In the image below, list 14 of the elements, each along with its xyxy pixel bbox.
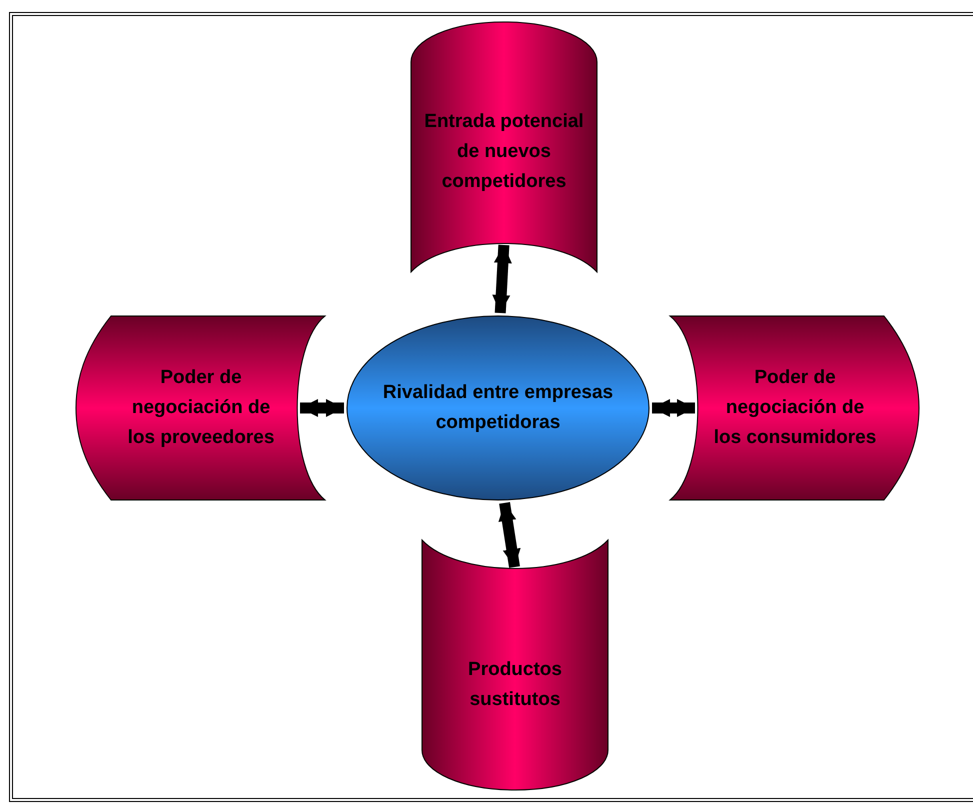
cylinder-shape	[422, 540, 608, 790]
cylinder-shape	[410, 22, 598, 272]
double-arrow	[652, 399, 695, 417]
double-arrow	[300, 399, 344, 417]
node-label: Rivalidad entre empresas competidoras	[382, 381, 614, 435]
ellipse-shape	[346, 316, 650, 500]
double-arrow	[492, 244, 512, 314]
cylinder-shape	[670, 316, 920, 500]
node-label: Poder de negociación de los consumidores	[712, 366, 878, 450]
node-label: Productos sustitutos	[467, 658, 563, 712]
double-arrow	[498, 502, 521, 568]
cylinder-shape	[76, 316, 326, 500]
node-label: Poder de negociación de los proveedores	[126, 366, 276, 450]
node-label: Entrada potencial de nuevos competidores	[423, 110, 585, 194]
